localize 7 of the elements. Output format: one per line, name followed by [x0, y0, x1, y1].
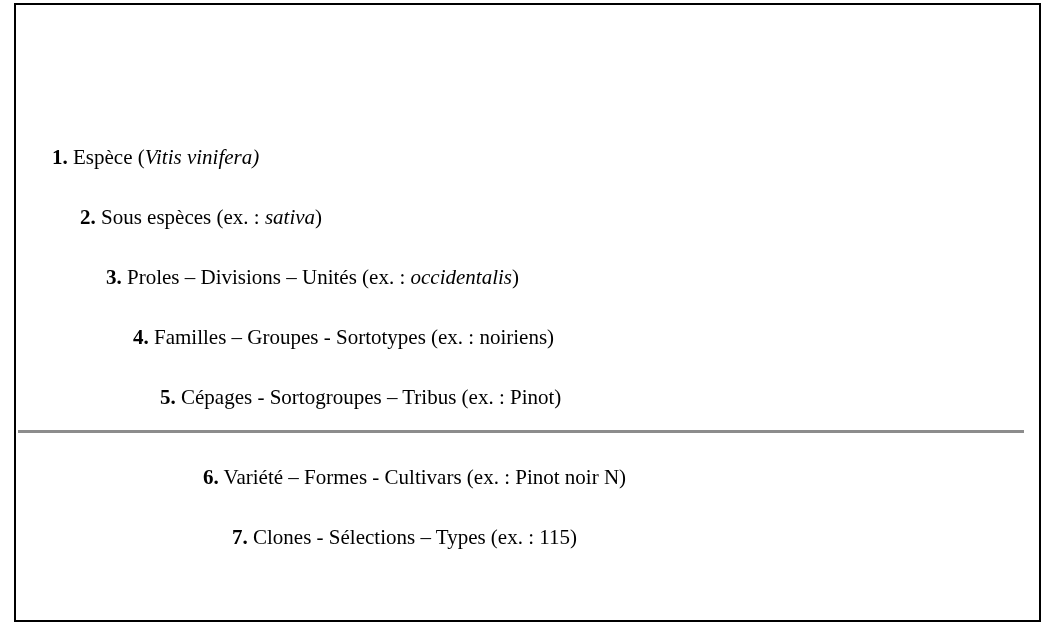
taxonomy-level-text: 5. Cépages - Sortogroupes – Tribus (ex. : Pinot) — [160, 384, 562, 411]
taxonomy-level-text: 4. Familles – Groupes - Sortotypes (ex. : noiriens) — [133, 324, 555, 351]
taxonomy-level-text: 1. Espèce (Vitis vinifera) — [52, 144, 260, 171]
taxonomy-level-text: 3. Proles – Divisions – Unités (ex. : occidentalis) — [106, 264, 519, 291]
taxonomy-level-text: 2. Sous espèces (ex. : sativa) — [80, 204, 323, 231]
taxonomy-level-text: 6. Variété – Formes - Cultivars (ex. : Pinot noir N) — [203, 464, 627, 491]
taxonomy-level-text: 7. Clones - Sélections – Types (ex. : 115) — [232, 524, 577, 551]
